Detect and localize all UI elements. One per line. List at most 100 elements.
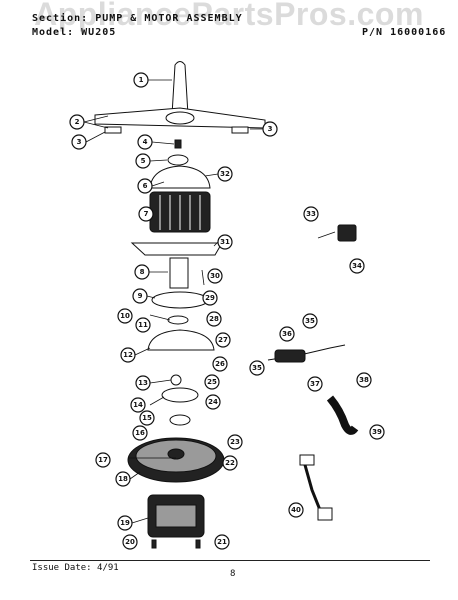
svg-text:6: 6	[143, 182, 148, 190]
svg-text:10: 10	[120, 312, 130, 320]
callouts: 1 2 3 3 4 5 6 7 8 9 10 11 12 13 14 15 16…	[69, 72, 385, 550]
svg-text:9: 9	[138, 292, 143, 300]
svg-text:32: 32	[220, 170, 230, 178]
callout-25: 25	[204, 374, 220, 390]
callout-3-left: 3	[71, 134, 87, 150]
svg-text:38: 38	[359, 376, 369, 384]
part-impeller-plate	[151, 291, 209, 309]
svg-text:7: 7	[144, 210, 149, 218]
callout-12: 12	[120, 347, 136, 363]
svg-text:2: 2	[75, 118, 80, 126]
callout-20: 20	[122, 534, 138, 550]
part-washer	[170, 374, 182, 386]
part-lower-impeller	[161, 387, 199, 403]
callout-21: 21	[214, 534, 230, 550]
svg-text:19: 19	[120, 519, 130, 527]
svg-text:4: 4	[143, 138, 148, 146]
svg-text:15: 15	[142, 414, 152, 422]
callout-5: 5	[135, 153, 151, 169]
callout-9: 9	[132, 288, 148, 304]
svg-text:35: 35	[305, 317, 315, 325]
callout-14: 14	[130, 397, 146, 413]
svg-text:31: 31	[220, 238, 230, 246]
page-number: 8	[230, 569, 236, 579]
issue-date-line: Issue Date: 4/91	[32, 563, 119, 573]
svg-text:24: 24	[208, 398, 218, 406]
callout-6: 6	[137, 178, 153, 194]
callout-13: 13	[135, 375, 151, 391]
part-number: P/N 16000166	[362, 27, 446, 38]
callout-33: 33	[303, 206, 319, 222]
svg-text:27: 27	[218, 336, 228, 344]
callout-27: 27	[215, 332, 231, 348]
callout-1: 1	[133, 72, 149, 88]
callout-32: 32	[217, 166, 233, 182]
part-motor-winding	[155, 504, 197, 528]
svg-text:22: 22	[225, 459, 235, 467]
leader-lines	[83, 79, 270, 524]
svg-text:20: 20	[125, 538, 135, 546]
callout-31: 31	[217, 234, 233, 250]
pn-label: P/N	[362, 27, 384, 38]
svg-text:1: 1	[139, 76, 144, 84]
part-seal	[167, 315, 189, 325]
callout-3-right: 3	[262, 121, 278, 137]
callout-37: 37	[307, 376, 323, 392]
callout-35-left: 35	[249, 360, 265, 376]
callout-35: 35	[302, 313, 318, 329]
section-line: Section: PUMP & MOTOR ASSEMBLY	[32, 13, 243, 24]
svg-text:12: 12	[123, 351, 133, 359]
svg-text:17: 17	[98, 456, 108, 464]
callout-38: 38	[356, 372, 372, 388]
callout-40: 40	[288, 502, 304, 518]
model-value: WU205	[81, 27, 117, 38]
svg-text:11: 11	[138, 321, 148, 329]
footer-rule	[30, 560, 430, 561]
part-harness-plug	[299, 454, 315, 466]
svg-text:28: 28	[209, 315, 219, 323]
svg-text:23: 23	[230, 438, 240, 446]
callout-8: 8	[134, 264, 150, 280]
svg-text:33: 33	[306, 210, 316, 218]
svg-text:39: 39	[372, 428, 382, 436]
svg-text:5: 5	[141, 157, 146, 165]
callout-30: 30	[207, 268, 223, 284]
part-spray-arm-hub	[165, 111, 195, 125]
callout-34: 34	[349, 258, 365, 274]
svg-text:13: 13	[138, 379, 148, 387]
callout-4: 4	[137, 134, 153, 150]
svg-text:29: 29	[205, 294, 215, 302]
callout-29: 29	[202, 290, 218, 306]
callout-17: 17	[95, 452, 111, 468]
part-hose-clamp	[274, 349, 306, 363]
callout-39: 39	[369, 424, 385, 440]
callout-18: 18	[115, 471, 131, 487]
svg-text:30: 30	[210, 272, 220, 280]
part-spray-tower	[171, 61, 189, 116]
part-screw-left	[151, 539, 157, 549]
callout-24: 24	[205, 394, 221, 410]
model-label: Model:	[32, 27, 75, 38]
callout-10: 10	[117, 308, 133, 324]
part-arm-tip-left	[104, 126, 122, 134]
svg-text:14: 14	[133, 401, 143, 409]
svg-text:25: 25	[207, 378, 217, 386]
svg-text:21: 21	[217, 538, 227, 546]
callout-16: 16	[132, 425, 148, 441]
part-small-screw	[174, 139, 182, 149]
pn-value: 16000166	[390, 27, 447, 38]
svg-text:26: 26	[215, 360, 225, 368]
svg-text:3: 3	[77, 138, 82, 146]
part-o-ring	[169, 414, 191, 426]
callout-26: 26	[212, 356, 228, 372]
part-dome-cover	[149, 165, 211, 189]
svg-text:18: 18	[118, 475, 128, 483]
svg-text:16: 16	[135, 429, 145, 437]
callout-19: 19	[117, 515, 133, 531]
part-drain-hose	[326, 395, 359, 435]
svg-text:36: 36	[282, 330, 292, 338]
section-label: Section:	[32, 13, 89, 24]
part-screw-right	[195, 539, 201, 549]
part-harness-wire	[303, 464, 322, 511]
part-harness-connector	[317, 507, 333, 521]
